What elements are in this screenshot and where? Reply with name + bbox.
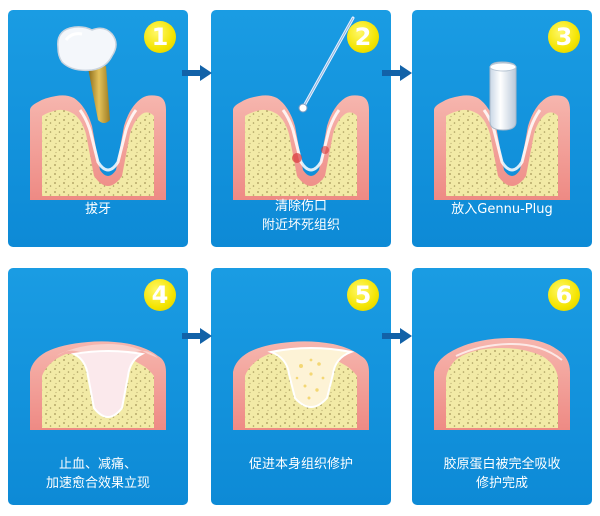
caption-line-1: 止血、减痛、 [58, 457, 137, 472]
step-caption: 拔牙 [84, 202, 111, 217]
step-number-badge: 5 [347, 279, 379, 311]
step-caption: 胶原蛋白被完全吸收 修护完成 [412, 455, 592, 493]
arrow-right-icon [382, 328, 412, 344]
step-number-badge: 3 [548, 21, 580, 53]
caption-line-2: 附近坏死组织 [261, 218, 340, 233]
extraction-illustration [30, 26, 166, 200]
tooth-icon [57, 26, 117, 123]
step-3-panel: 3 放入Gennu-Plug [412, 10, 592, 247]
caption-line-2: 修护完成 [475, 476, 528, 491]
probe-icon [298, 16, 355, 113]
plug-icon [489, 61, 517, 131]
step-1-panel: 1 拔牙 [8, 10, 188, 247]
arrow-right-icon [182, 328, 212, 344]
debridement-illustration [233, 16, 369, 200]
arrow-right-icon [182, 65, 212, 81]
caption-line-1: 胶原蛋白被完全吸收 [443, 457, 561, 472]
step-caption: 促进本身组织修护 [248, 457, 353, 472]
step-number-badge: 2 [347, 21, 379, 53]
step-number-badge: 4 [144, 279, 176, 311]
tissue-repair-illustration [233, 341, 369, 430]
plug-insertion-illustration [434, 61, 570, 200]
step-4-panel: 4 止血、减痛、 加速愈合效果立现 [8, 268, 188, 505]
step-2-panel: 2 清除伤口 附近坏死组织 [211, 10, 391, 247]
hemostasis-illustration [30, 341, 166, 430]
step-number-badge: 1 [144, 21, 176, 53]
caption-line-1: 清除伤口 [274, 199, 327, 214]
healed-gum-illustration [434, 338, 570, 430]
caption-line-2: 加速愈合效果立现 [45, 476, 150, 491]
step-caption: 放入Gennu-Plug [451, 202, 553, 217]
step-caption: 止血、减痛、 加速愈合效果立现 [8, 455, 188, 493]
arrow-right-icon [382, 65, 412, 81]
step-caption: 清除伤口 附近坏死组织 [211, 197, 391, 235]
step-5-panel: 5 促进本身组织修护 [211, 268, 391, 505]
step-6-panel: 6 胶原蛋白被完全吸收 修护完成 [412, 268, 592, 505]
step-number-badge: 6 [548, 279, 580, 311]
